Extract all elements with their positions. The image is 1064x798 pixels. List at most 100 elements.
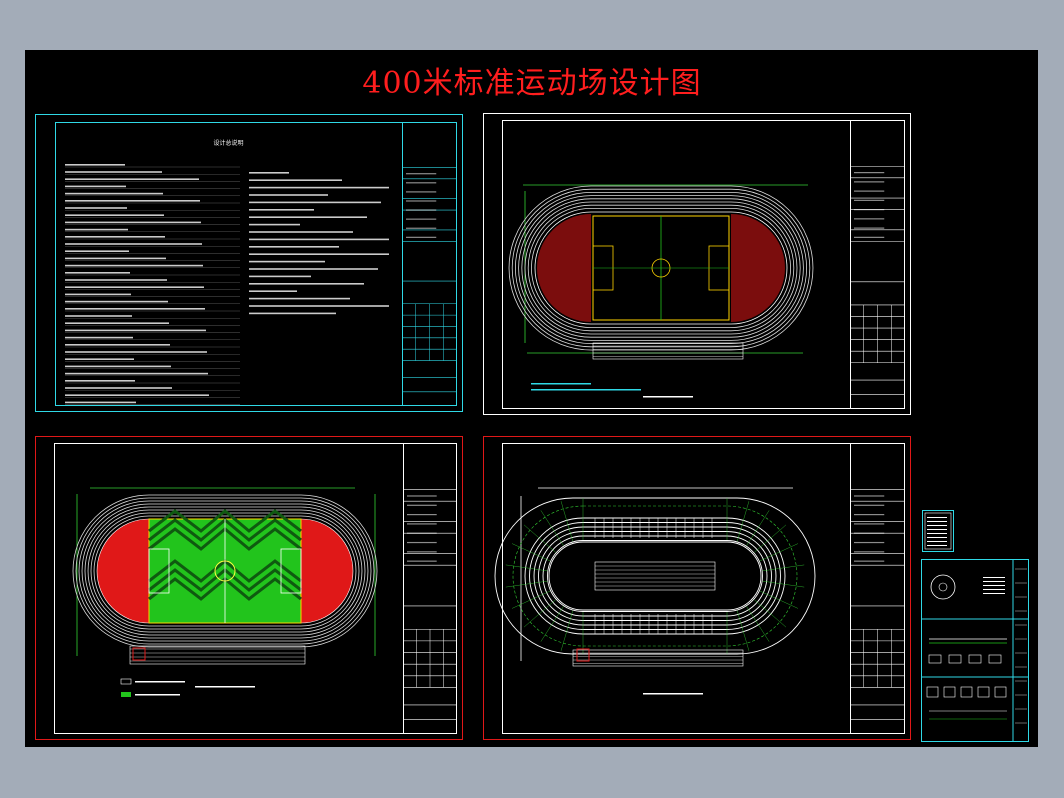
legend-text-line <box>927 541 947 542</box>
notes-text-line <box>65 236 165 238</box>
legend-frame <box>922 510 954 552</box>
radial-marking-line <box>736 610 750 651</box>
notes-text-line <box>65 214 164 216</box>
legend-text-line <box>531 389 641 391</box>
notes-text-line <box>65 351 207 353</box>
legend-text-line <box>531 383 591 385</box>
notes-text-line <box>65 293 131 296</box>
track-lane-line <box>508 185 814 351</box>
infield-boundary <box>548 541 762 611</box>
title-block-text-line <box>854 181 885 183</box>
notes-text-line <box>65 336 133 339</box>
notes-text-line <box>65 322 169 324</box>
notes-text-line <box>65 344 170 346</box>
track-lane-line <box>90 512 360 630</box>
radial-marking-line <box>560 610 574 651</box>
title-block-text-line <box>407 560 437 562</box>
track-marking-drawing <box>494 487 905 720</box>
notes-text-line <box>65 200 200 202</box>
notes-text-line <box>249 312 336 315</box>
title-block-text-line <box>854 504 885 506</box>
radial-marking-line <box>762 580 805 588</box>
track-lane-line <box>87 509 363 633</box>
radial-marking-line <box>560 501 574 542</box>
radial-marking-line <box>746 510 770 546</box>
notes-text-line <box>65 372 208 375</box>
track-lane-line <box>524 201 798 335</box>
title-block-text-line <box>854 541 885 544</box>
track-lane-line <box>81 503 369 639</box>
track-lane-line <box>515 192 807 344</box>
notes-text-line <box>249 223 300 226</box>
title-block-text-line <box>406 218 437 220</box>
notes-text-line <box>249 179 342 181</box>
title-block-text-line <box>406 236 437 238</box>
notes-text-line <box>65 380 135 382</box>
track-lane-line <box>538 531 772 621</box>
detail-text-line <box>983 589 1005 590</box>
title-block-text-line <box>407 541 437 544</box>
radial-marking-line <box>523 599 556 628</box>
title-block-text-line <box>854 218 885 220</box>
radial-marking-line <box>759 543 799 562</box>
spectator-stand <box>572 649 744 667</box>
legend-swatch <box>120 678 132 685</box>
detail-block <box>960 686 973 698</box>
penalty-box-left <box>148 548 170 594</box>
notes-text-line <box>65 250 129 252</box>
penalty-box-right <box>280 548 302 594</box>
notes-text-line <box>249 283 364 285</box>
notes-text-line <box>249 238 389 241</box>
notes-text-line <box>65 264 203 267</box>
notes-text-line <box>65 185 126 188</box>
detail-frame <box>921 559 1029 742</box>
title-block-text-line <box>406 173 437 175</box>
title-block-text-line <box>854 227 885 229</box>
radial-marking-line <box>505 564 548 572</box>
radial-marking-line <box>759 590 799 609</box>
notes-text-line <box>249 194 328 196</box>
title-block-text-line <box>407 532 437 534</box>
notes-text-line <box>249 216 367 218</box>
notes-text-line <box>65 358 134 360</box>
legend-swatch <box>121 692 131 697</box>
legend-text-line <box>135 681 185 683</box>
legend-text-line <box>927 525 947 526</box>
title-block-text-line <box>854 560 885 562</box>
legend-text-line <box>927 533 947 534</box>
notes-text-line <box>65 279 167 281</box>
title-block-text-line <box>854 532 885 534</box>
notes-text-line <box>65 228 128 231</box>
radial-marking-line <box>754 599 787 628</box>
turf-plan-drawing <box>72 487 457 720</box>
notes-text-line <box>249 275 311 278</box>
notes-text-line <box>65 401 136 404</box>
title-block-text-line <box>854 495 885 497</box>
notes-text-line <box>65 171 162 173</box>
notes-text-line <box>65 164 125 166</box>
title-block-text-line <box>406 191 437 193</box>
stand-marker <box>132 647 146 661</box>
detail-text-line <box>983 593 1005 594</box>
legend-text-line <box>135 694 180 696</box>
track-lane-line <box>518 195 804 341</box>
notes-text-line <box>65 286 204 288</box>
track-lane-line <box>72 494 378 648</box>
detail-block <box>928 654 942 664</box>
sheet-turf-plan <box>35 436 463 740</box>
spectator-stand <box>129 645 306 665</box>
infield-rectangle <box>594 561 716 591</box>
detail-block <box>968 654 982 664</box>
site-plan-drawing <box>508 165 905 398</box>
outer-boundary <box>494 497 816 655</box>
notes-text-line <box>65 207 127 209</box>
sheet-detail-legend <box>922 510 954 552</box>
notes-text-line <box>65 300 168 303</box>
title-block-text-line <box>407 523 437 525</box>
legend-text-line <box>927 537 947 538</box>
track-lane-line <box>511 188 811 348</box>
track-lane-line <box>542 535 768 617</box>
notes-text-lines <box>65 164 389 405</box>
radial-marking-line <box>505 580 548 588</box>
track-lane-line <box>93 515 357 627</box>
